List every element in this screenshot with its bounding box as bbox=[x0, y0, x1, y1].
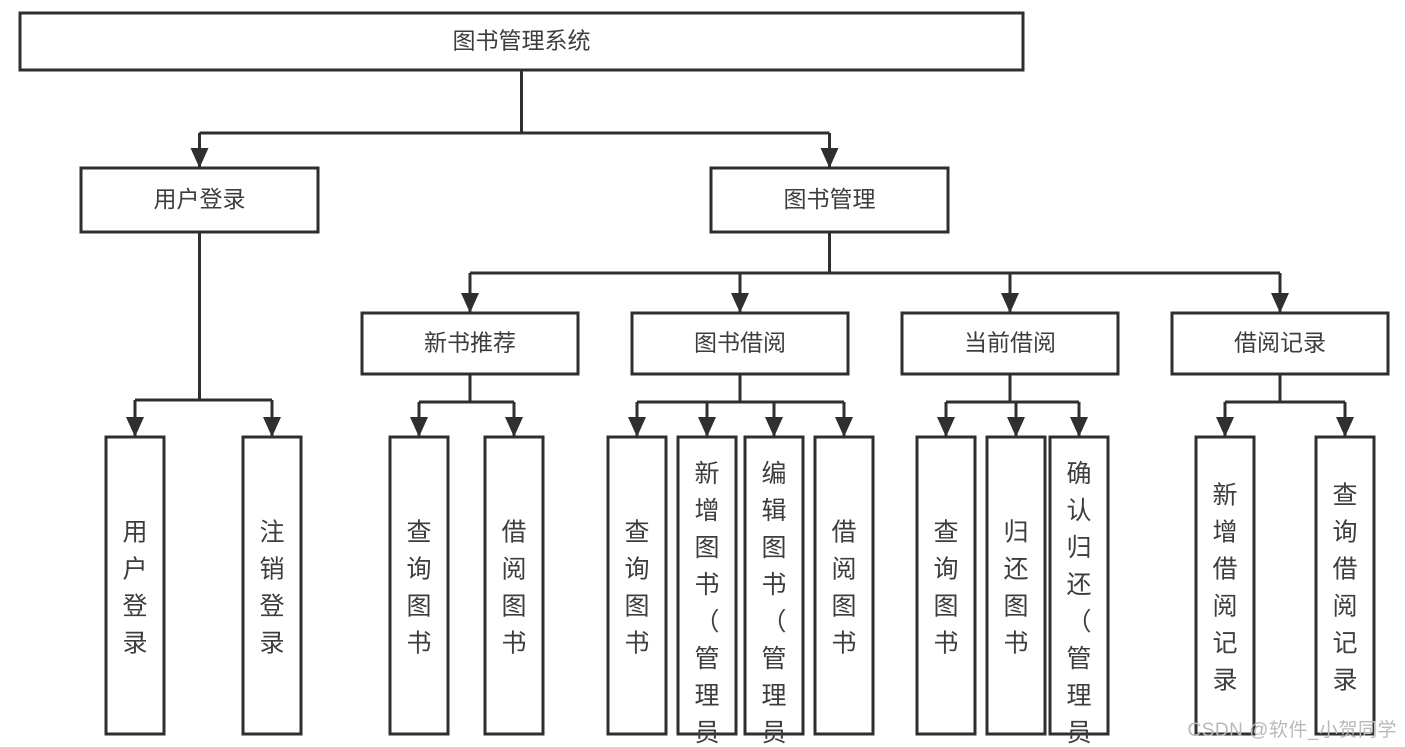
node-layer: 图书管理系统用户登录图书管理新书推荐图书借阅当前借阅借阅记录用户登录注销登录查询… bbox=[18, 11, 1390, 747]
arrow-head bbox=[461, 293, 479, 313]
leaf-node-label: 查询图书 bbox=[933, 518, 958, 657]
node-current-borrow[interactable]: 当前借阅 bbox=[900, 311, 1120, 376]
arrow-head bbox=[628, 417, 646, 437]
leaf-node[interactable]: 新增图书（管理员） bbox=[676, 435, 738, 747]
leaf-node[interactable]: 查询图书 bbox=[606, 435, 668, 736]
leaf-node[interactable]: 用户登录 bbox=[104, 435, 166, 736]
node-borrow-record-label: 借阅记录 bbox=[1234, 330, 1326, 356]
leaf-node[interactable]: 新增借阅记录 bbox=[1194, 435, 1256, 736]
arrow-head bbox=[1336, 417, 1354, 437]
leaf-node-label: 新增图书（管理员） bbox=[694, 460, 719, 747]
arrow-head bbox=[1070, 417, 1088, 437]
leaf-node[interactable]: 查询图书 bbox=[388, 435, 450, 736]
node-new-book-rec-label: 新书推荐 bbox=[424, 330, 516, 356]
leaf-node[interactable]: 查询借阅记录 bbox=[1314, 435, 1376, 736]
node-book-manage-label: 图书管理 bbox=[784, 186, 876, 212]
leaf-node[interactable]: 编辑图书（管理员） bbox=[743, 435, 805, 747]
arrow-head bbox=[1007, 417, 1025, 437]
leaf-node[interactable]: 注销登录 bbox=[241, 435, 303, 736]
node-current-borrow-label: 当前借阅 bbox=[964, 330, 1056, 356]
leaf-node-label: 确认归还（管理员） bbox=[1066, 460, 1091, 747]
leaf-node[interactable]: 确认归还（管理员） bbox=[1048, 435, 1110, 747]
node-new-book-rec[interactable]: 新书推荐 bbox=[360, 311, 580, 376]
arrow-head bbox=[505, 417, 523, 437]
leaf-node[interactable]: 借阅图书 bbox=[813, 435, 875, 736]
arrow-head bbox=[820, 148, 839, 168]
leaf-node-label: 归还图书 bbox=[1003, 518, 1028, 657]
leaf-node-label: 查询图书 bbox=[406, 518, 431, 657]
leaf-node[interactable]: 借阅图书 bbox=[483, 435, 545, 736]
node-user-login[interactable]: 用户登录 bbox=[79, 166, 320, 234]
leaf-node-label: 查询借阅记录 bbox=[1332, 481, 1357, 694]
node-user-login-label: 用户登录 bbox=[154, 186, 246, 212]
arrow-head bbox=[937, 417, 955, 437]
arrow-head bbox=[410, 417, 428, 437]
node-book-borrow-label: 图书借阅 bbox=[694, 330, 786, 356]
leaf-node[interactable]: 归还图书 bbox=[985, 435, 1047, 736]
arrow-head bbox=[1001, 293, 1019, 313]
arrow-head bbox=[126, 417, 144, 437]
node-book-borrow[interactable]: 图书借阅 bbox=[630, 311, 850, 376]
node-book-manage[interactable]: 图书管理 bbox=[709, 166, 950, 234]
root-node-book-management-system-label: 图书管理系统 bbox=[453, 28, 591, 54]
leaf-node-label: 编辑图书（管理员） bbox=[761, 460, 786, 747]
leaf-node-label: 用户登录 bbox=[122, 518, 147, 657]
leaf-node-label: 新增借阅记录 bbox=[1212, 481, 1237, 694]
leaf-node-label: 注销登录 bbox=[259, 518, 284, 657]
leaf-node-label: 借阅图书 bbox=[831, 518, 856, 657]
arrow-head bbox=[835, 417, 853, 437]
leaf-node[interactable]: 查询图书 bbox=[915, 435, 977, 736]
root-node-book-management-system[interactable]: 图书管理系统 bbox=[18, 11, 1025, 72]
arrow-head bbox=[765, 417, 783, 437]
leaf-node-label: 借阅图书 bbox=[501, 518, 526, 657]
arrow-head bbox=[698, 417, 716, 437]
node-borrow-record[interactable]: 借阅记录 bbox=[1170, 311, 1390, 376]
connector-layer bbox=[126, 70, 1354, 437]
arrow-head bbox=[731, 293, 749, 313]
leaf-node-label: 查询图书 bbox=[624, 518, 649, 657]
arrow-head bbox=[1271, 293, 1289, 313]
arrow-head bbox=[1216, 417, 1234, 437]
arrow-head bbox=[190, 148, 209, 168]
arrow-head bbox=[263, 417, 281, 437]
